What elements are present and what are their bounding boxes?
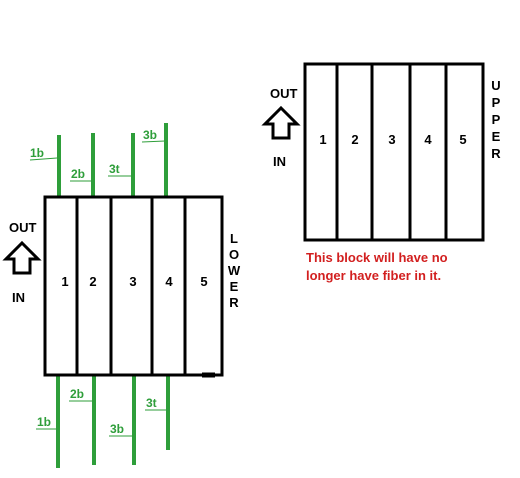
- top-fiber-label: 2b: [71, 167, 85, 181]
- lower-slot-label: 2: [89, 274, 96, 289]
- bottom-fiber-label: 3t: [146, 396, 157, 410]
- upper-block-note: longer have fiber in it.: [306, 268, 441, 283]
- lower-slot-label: 5: [200, 274, 207, 289]
- lower-slot-label: 1: [61, 274, 68, 289]
- lower-slot-label: 4: [165, 274, 173, 289]
- side-label-letter: P: [492, 112, 501, 127]
- upper-block-note: This block will have no: [306, 250, 448, 265]
- lower-in-label: IN: [12, 290, 25, 305]
- side-label-letter: P: [492, 95, 501, 110]
- fiber-label-underline: [141, 140, 166, 143]
- up-arrow-outline-icon: [261, 105, 301, 140]
- side-label-letter: R: [229, 295, 239, 310]
- upper-slot-label: 2: [351, 132, 358, 147]
- side-label-letter: R: [491, 146, 501, 161]
- upper-out-label: OUT: [270, 86, 298, 101]
- upper-block-frame: [303, 62, 485, 242]
- upper-slot-label: 1: [319, 132, 326, 147]
- bottom-fiber-label: 2b: [70, 387, 84, 401]
- top-fiber-label: 1b: [30, 146, 44, 160]
- lower-block-frame: [43, 195, 224, 377]
- side-label-letter: E: [230, 279, 239, 294]
- upper-in-label: IN: [273, 154, 286, 169]
- side-label-letter: W: [228, 263, 241, 278]
- upper-slot-label: 5: [459, 132, 466, 147]
- up-arrow-outline-icon: [2, 240, 42, 275]
- lower-out-label: OUT: [9, 220, 37, 235]
- side-label-letter: L: [230, 231, 238, 246]
- bottom-fiber-label: 3b: [110, 422, 124, 436]
- upper-slot-label: 4: [424, 132, 432, 147]
- top-fiber-label: 3b: [143, 128, 157, 142]
- top-fiber-label: 3t: [109, 162, 120, 176]
- side-label-letter: O: [229, 247, 239, 262]
- lower-block: 1b 2b 3t 3b 1b 2b 3b 3t 1 2 3 4 5 OUT: [2, 123, 241, 468]
- bottom-fiber-label: 1b: [37, 415, 51, 429]
- side-label-letter: E: [492, 129, 501, 144]
- lower-slot-label: 3: [129, 274, 136, 289]
- upper-slot-label: 3: [388, 132, 395, 147]
- fiber-label-underline: [29, 157, 58, 161]
- side-label-letter: U: [491, 78, 500, 93]
